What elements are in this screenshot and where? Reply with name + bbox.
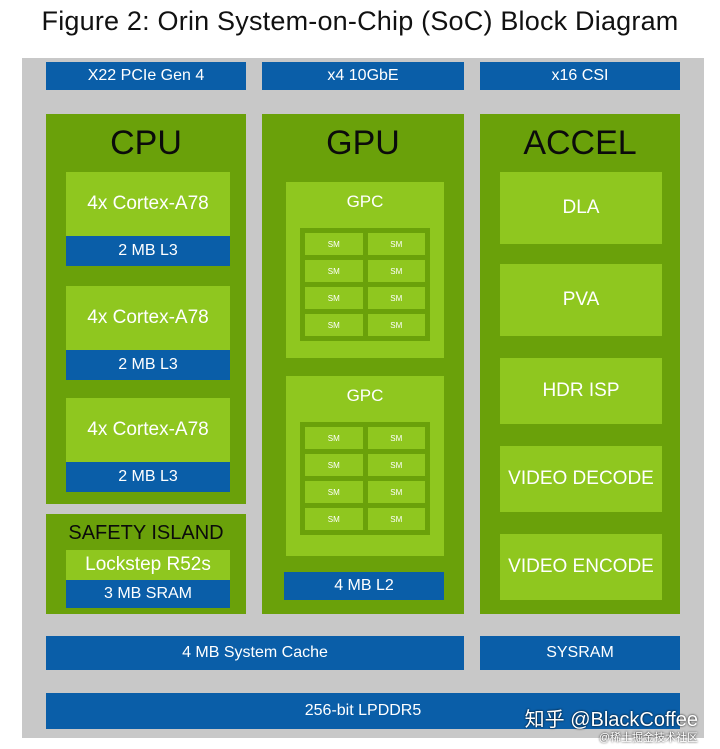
cpu-cluster-2-cores: 4x Cortex-A78 <box>66 286 230 350</box>
safety-island-block: SAFETY ISLAND Lockstep R52s 3 MB SRAM <box>46 514 246 614</box>
sm-unit: SM <box>367 260 425 282</box>
gpc-1-sm-grid: SM SM SM SM SM SM SM SM <box>300 228 430 341</box>
accel-dla: DLA <box>500 172 662 244</box>
sm-unit: SM <box>305 508 363 530</box>
gpc-2-label: GPC <box>346 386 384 405</box>
io-pcie: X22 PCIe Gen 4 <box>46 62 246 90</box>
cpu-cluster-1-cache: 2 MB L3 <box>66 236 230 266</box>
memory-lpddr5: 256-bit LPDDR5 <box>46 693 680 729</box>
cpu-cluster-2-cache: 2 MB L3 <box>66 350 230 380</box>
io-10gbe: x4 10GbE <box>262 62 464 90</box>
sm-unit: SM <box>367 287 425 309</box>
cpu-cluster-1-cores: 4x Cortex-A78 <box>66 172 230 236</box>
sysram: SYSRAM <box>480 636 680 670</box>
figure-title: Figure 2: Orin System-on-Chip (SoC) Bloc… <box>41 6 679 36</box>
sm-unit: SM <box>305 287 363 309</box>
accel-block: ACCEL DLA PVA HDR ISP VIDEO DECODE VIDEO… <box>480 114 680 614</box>
accel-hdr-isp: HDR ISP <box>500 358 662 424</box>
sm-unit: SM <box>305 233 363 255</box>
safety-island-sram: 3 MB SRAM <box>66 580 230 608</box>
io-csi: x16 CSI <box>480 62 680 90</box>
gpc-2: GPC SM SM SM SM SM SM SM SM <box>286 376 444 556</box>
cpu-heading: CPU <box>110 124 182 162</box>
accel-pva: PVA <box>500 264 662 336</box>
safety-island-core: Lockstep R52s <box>66 550 230 580</box>
sm-unit: SM <box>367 508 425 530</box>
sm-unit: SM <box>305 260 363 282</box>
sm-unit: SM <box>305 427 363 449</box>
accel-video-encode: VIDEO ENCODE <box>500 534 662 600</box>
sm-unit: SM <box>367 314 425 336</box>
gpc-1-label: GPC <box>346 192 384 211</box>
system-cache: 4 MB System Cache <box>46 636 464 670</box>
gpc-2-sm-grid: SM SM SM SM SM SM SM SM <box>300 422 430 535</box>
cpu-cluster-3-cache: 2 MB L3 <box>66 462 230 492</box>
accel-video-decode: VIDEO DECODE <box>500 446 662 512</box>
sm-unit: SM <box>367 454 425 476</box>
sm-unit: SM <box>305 314 363 336</box>
sm-unit: SM <box>367 233 425 255</box>
accel-heading: ACCEL <box>523 124 637 162</box>
watermark: 知乎 @BlackCoffee <box>524 709 698 731</box>
gpu-l2-cache: 4 MB L2 <box>284 572 444 600</box>
sm-unit: SM <box>367 427 425 449</box>
watermark-sub: @稀土掘金技术社区 <box>598 732 698 744</box>
cpu-block: CPU 4x Cortex-A78 2 MB L3 4x Cortex-A78 … <box>46 114 246 504</box>
sm-unit: SM <box>305 481 363 503</box>
sm-unit: SM <box>367 481 425 503</box>
gpu-heading: GPU <box>326 124 400 162</box>
gpc-1: GPC SM SM SM SM SM SM SM SM <box>286 182 444 358</box>
safety-island-heading: SAFETY ISLAND <box>68 522 224 544</box>
sm-unit: SM <box>305 454 363 476</box>
gpu-block: GPU GPC SM SM SM SM SM SM SM SM GPC SM S… <box>262 114 464 614</box>
cpu-cluster-3-cores: 4x Cortex-A78 <box>66 398 230 462</box>
